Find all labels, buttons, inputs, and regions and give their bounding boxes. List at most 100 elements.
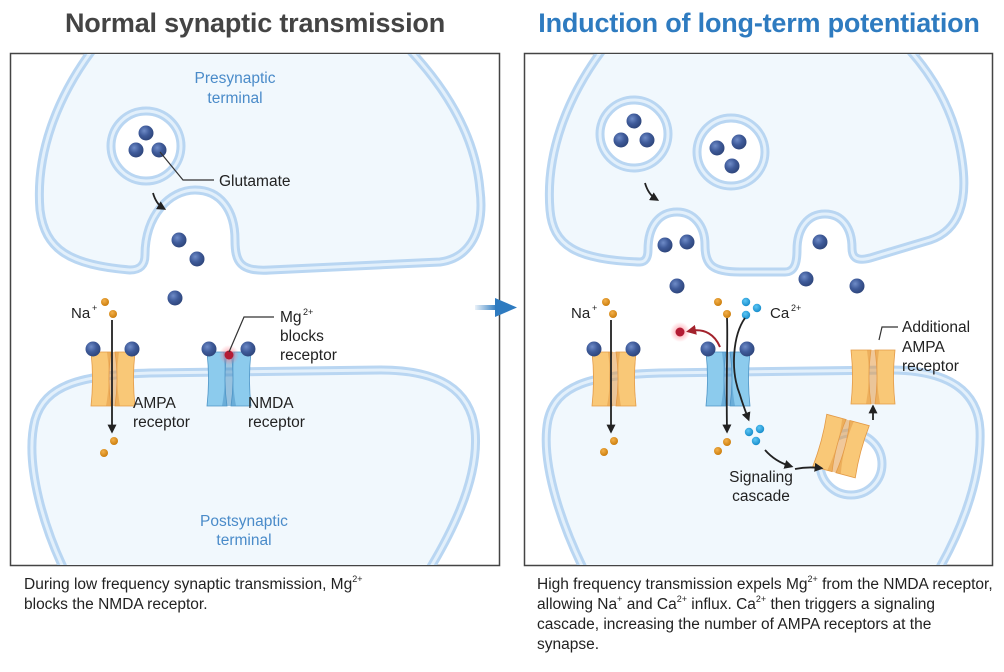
- left-caption-text-2: blocks the NMDA receptor.: [24, 596, 208, 613]
- right-caption: High frequency transmission expels Mg2+ …: [537, 575, 997, 655]
- sodium-charge-ltp: +: [592, 303, 597, 313]
- glutamate-molecule: [724, 158, 740, 174]
- glutamate-molecule: [657, 237, 673, 253]
- right-panel: Na + Ca 2+ Signaling cascade Additional …: [523, 52, 994, 567]
- right-caption-text-4: influx. Ca: [686, 596, 756, 613]
- cascade-arrow-2: [794, 462, 824, 472]
- glutamate-molecule: [849, 278, 865, 294]
- glutamate-molecule: [171, 232, 187, 248]
- sodium-ion: [101, 298, 109, 306]
- arrow-right-icon: [475, 298, 517, 317]
- ampa-receptor-ltp: [586, 341, 641, 407]
- mg-receptor-label: receptor: [280, 347, 337, 364]
- calcium-ion: [741, 297, 751, 307]
- sodium-label: Na: [71, 305, 91, 322]
- sodium-ion: [723, 310, 731, 318]
- mg-label: Mg: [280, 309, 302, 326]
- glutamate-molecule: [669, 278, 685, 294]
- sodium-ion: [100, 449, 108, 457]
- calcium-ion: [755, 424, 765, 434]
- bound-glutamate: [85, 341, 101, 357]
- mg-blocks-label: blocks: [280, 328, 324, 345]
- right-caption-sup-3: 2+: [676, 594, 687, 604]
- sodium-label-ltp: Na: [571, 305, 591, 322]
- left-panel: Presynaptic terminal Glutamate Na + Mg 2…: [9, 52, 501, 567]
- glutamate-molecule: [167, 290, 183, 306]
- sodium-ion: [723, 438, 731, 446]
- additional-ampa-receptor: [850, 349, 896, 405]
- bound-glutamate: [625, 341, 641, 357]
- left-caption: During low frequency synaptic transmissi…: [24, 575, 494, 615]
- synaptic-vesicle: [106, 106, 186, 186]
- right-caption-sup-1: 2+: [807, 574, 818, 584]
- glutamate-molecule: [613, 132, 629, 148]
- calcium-ion: [741, 310, 751, 320]
- glutamate-molecule: [679, 234, 695, 250]
- glutamate-label: Glutamate: [219, 173, 291, 190]
- right-panel-title: Induction of long-term potentiation: [538, 8, 980, 38]
- sodium-ion: [714, 298, 722, 306]
- left-caption-sup: 2+: [352, 574, 363, 584]
- bound-glutamate: [201, 341, 217, 357]
- magnesium-ion-expelled: [675, 327, 685, 337]
- mg-pointer-line: [228, 316, 274, 353]
- sodium-ion: [714, 447, 722, 455]
- internalized-ampa-receptor: [812, 413, 870, 479]
- additional-pointer-line: [878, 326, 898, 341]
- glutamate-molecule: [731, 134, 747, 150]
- presynaptic-label-1: Presynaptic: [195, 70, 276, 87]
- mg-expel-arrow: [686, 324, 721, 348]
- glutamate-molecule: [798, 271, 814, 287]
- sodium-ion: [602, 298, 610, 306]
- calcium-ion: [744, 427, 754, 437]
- right-caption-text-5: then triggers a signaling cascade, incre…: [537, 596, 936, 653]
- right-caption-text-2: from the NMDA receptor, allowing Na: [537, 576, 993, 613]
- calcium-charge: 2+: [791, 303, 801, 313]
- glutamate-molecule: [626, 113, 642, 129]
- synaptic-vesicle-2: [692, 113, 770, 191]
- ampa-receptor: [85, 341, 140, 407]
- nmda-label-1: NMDA: [248, 395, 294, 412]
- sodium-ion: [610, 437, 618, 445]
- right-caption-sup-2: +: [617, 594, 623, 604]
- exocytosis-arrow: [152, 192, 167, 210]
- postsynaptic-label-1: Postsynaptic: [200, 513, 288, 530]
- bound-glutamate: [700, 341, 716, 357]
- glutamate-molecule: [709, 140, 725, 156]
- sodium-charge: +: [92, 303, 97, 313]
- nmda-receptor-ltp: [700, 341, 755, 407]
- nmda-label-2: receptor: [248, 414, 305, 431]
- nmda-receptor: [201, 341, 256, 407]
- right-caption-text-1: High frequency transmission expels Mg: [537, 576, 808, 593]
- bound-glutamate: [240, 341, 256, 357]
- bound-glutamate: [586, 341, 602, 357]
- left-panel-title: Normal synaptic transmission: [64, 8, 446, 38]
- calcium-ion: [752, 303, 762, 313]
- exocytosis-arrow-ltp: [644, 182, 660, 201]
- signaling-label-2: cascade: [732, 488, 790, 505]
- calcium-label: Ca: [770, 305, 790, 322]
- sodium-ion: [110, 437, 118, 445]
- left-caption-text-1: During low frequency synaptic transmissi…: [24, 576, 353, 593]
- sodium-ion: [600, 448, 608, 456]
- cascade-arrow-1: [764, 449, 794, 469]
- postsynaptic-label-2: terminal: [216, 532, 271, 549]
- glutamate-molecule: [189, 251, 205, 267]
- glutamate-molecule: [639, 132, 655, 148]
- sodium-ion: [109, 310, 117, 318]
- mg-charge: 2+: [303, 307, 313, 317]
- glutamate-molecule: [151, 142, 167, 158]
- right-caption-sup-4: 2+: [755, 594, 767, 604]
- right-caption-text-3: and Ca: [622, 596, 677, 613]
- ampa-label-1: AMPA: [133, 395, 176, 412]
- glutamate-molecule: [812, 234, 828, 250]
- additional-label-3: receptor: [902, 358, 959, 375]
- glutamate-molecule: [128, 142, 144, 158]
- signaling-label-1: Signaling: [729, 469, 793, 486]
- bound-glutamate: [124, 341, 140, 357]
- magnesium-ion: [224, 350, 234, 360]
- sodium-ion: [609, 310, 617, 318]
- calcium-ion: [751, 436, 761, 446]
- ampa-label-2: receptor: [133, 414, 190, 431]
- synaptic-vesicle-1: [595, 95, 673, 173]
